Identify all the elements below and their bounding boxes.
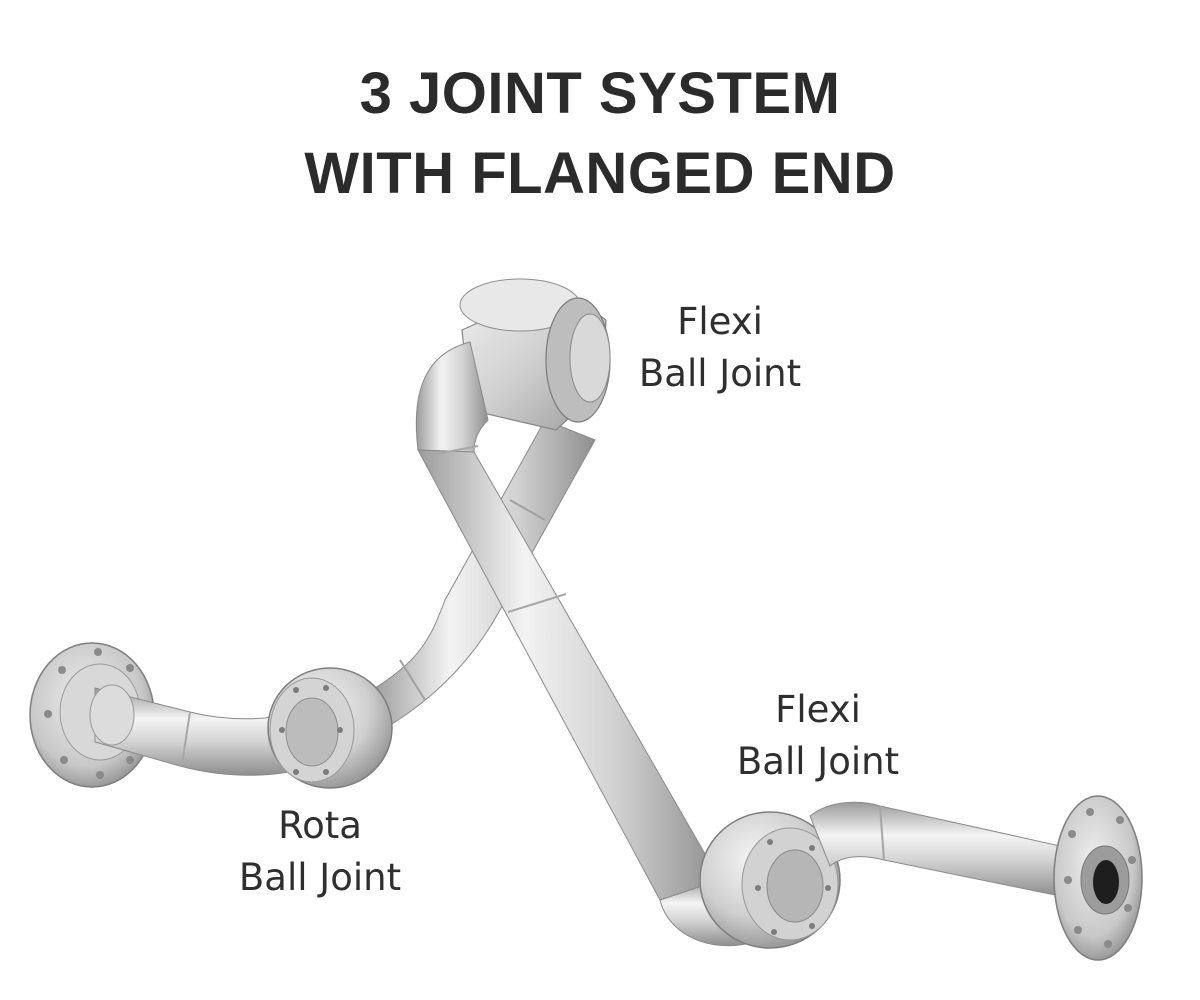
title-line-1: 3 JOINT SYSTEM — [359, 61, 841, 126]
left-joint-label-line-1: Rota — [278, 804, 362, 847]
top-flexi-ball-joint — [459, 278, 611, 431]
rota-ball-joint — [267, 667, 393, 789]
left-joint-label-line-2: Ball Joint — [238, 856, 402, 899]
title-line-2: WITH FLANGED END — [304, 141, 896, 206]
right-joint-label-line-1: Flexi — [775, 688, 861, 731]
right-pipe — [809, 801, 1061, 897]
top-joint-label-line-1: Flexi — [677, 300, 763, 343]
right-joint-label-line-2: Ball Joint — [736, 740, 900, 783]
page-title: 3 JOINT SYSTEM WITH FLANGED END — [0, 54, 1200, 214]
bottom-flexi-ball-joint — [699, 811, 841, 949]
right-joint-label: Flexi Ball Joint — [718, 684, 918, 788]
right-flange — [1053, 795, 1143, 961]
top-joint-label-line-2: Ball Joint — [638, 352, 802, 395]
left-pipe — [89, 684, 307, 776]
left-joint-label: Rota Ball Joint — [220, 800, 420, 904]
top-joint-label: Flexi Ball Joint — [620, 296, 820, 400]
